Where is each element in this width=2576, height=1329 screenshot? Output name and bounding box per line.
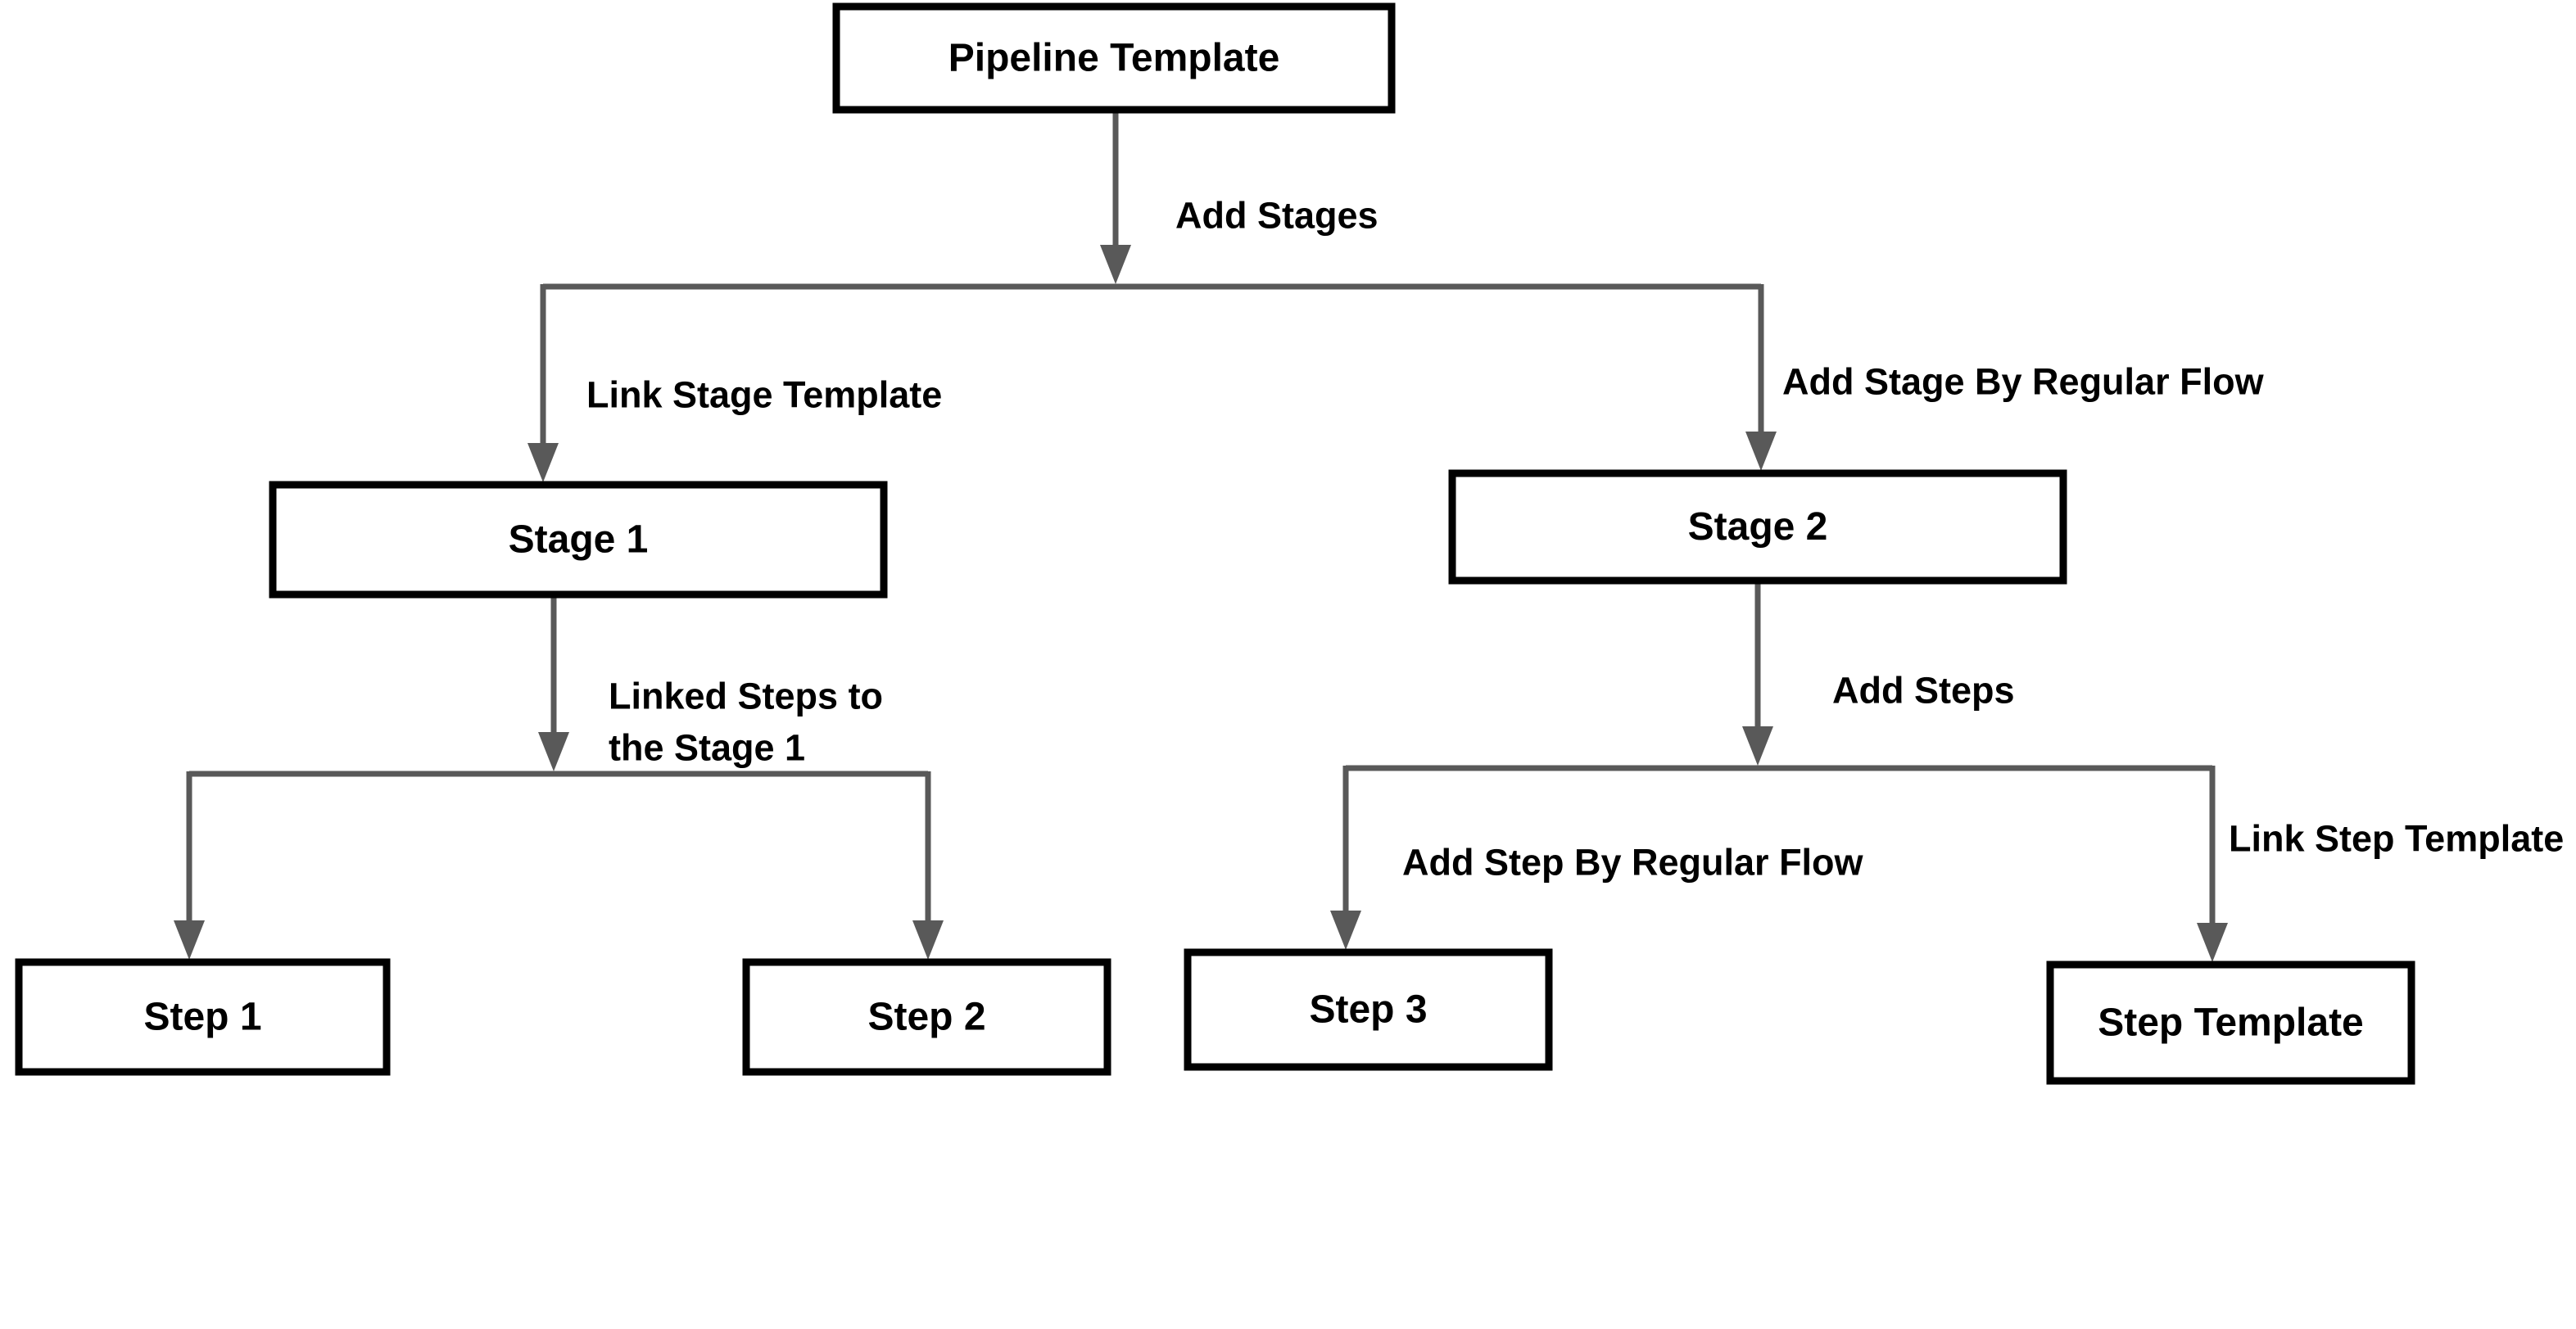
edge-label-add-steps: Add Steps <box>1832 670 2015 712</box>
arrowhead-to-step-3 <box>1330 911 1361 950</box>
edge-label-line-linked-steps-to-stage-1-0: Linked Steps to <box>609 676 883 717</box>
edge-label-link-stage-template: Link Stage Template <box>586 374 942 416</box>
edge-to-step-1 <box>174 771 205 960</box>
edge-to-stage-1 <box>527 284 559 482</box>
edge-label-line-add-steps-0: Add Steps <box>1832 670 2015 712</box>
node-label-pipeline-template: Pipeline Template <box>948 37 1280 80</box>
edge-stage-1-to-step-split <box>538 594 569 771</box>
edge-to-step-template <box>2197 766 2228 962</box>
node-pipeline-template: Pipeline Template <box>832 2 1396 114</box>
edge-label-link-step-template: Link Step Template <box>2229 818 2564 860</box>
node-box-step-1 <box>15 958 391 1076</box>
edge-to-step-3 <box>1330 766 1361 950</box>
edge-to-step-2 <box>912 771 944 960</box>
edge-label-line-link-step-template-0: Link Step Template <box>2229 818 2564 860</box>
edge-label-line-link-stage-template-0: Link Stage Template <box>586 374 942 416</box>
node-box-pipeline-template <box>832 2 1396 114</box>
edge-label-line-linked-steps-to-stage-1-1: the Stage 1 <box>609 727 805 769</box>
node-step-template: Step Template <box>2046 961 2415 1085</box>
node-step-3: Step 3 <box>1184 948 1553 1071</box>
arrowhead-stage-1-to-step-split <box>538 732 569 771</box>
node-box-stage-2 <box>1448 469 2067 585</box>
arrowhead-to-step-2 <box>912 920 944 960</box>
arrowhead-to-step-1 <box>174 920 205 960</box>
node-step-2: Step 2 <box>742 958 1111 1076</box>
node-label-step-3: Step 3 <box>1309 988 1427 1032</box>
edge-label-line-add-stages-0: Add Stages <box>1175 195 1379 237</box>
arrowhead-stage-2-to-step-split <box>1742 726 1773 766</box>
node-label-stage-2: Stage 2 <box>1688 505 1828 549</box>
arrowhead-pipeline-to-stage-split <box>1100 245 1131 284</box>
edge-pipeline-to-stage-split <box>1100 110 1131 284</box>
node-label-step-2: Step 2 <box>867 996 985 1039</box>
node-box-step-template <box>2046 961 2415 1085</box>
edge-label-add-stage-by-regular-flow: Add Stage By Regular Flow <box>1782 361 2265 403</box>
node-label-step-template: Step Template <box>2098 1001 2364 1045</box>
arrowhead-to-stage-1 <box>527 443 559 482</box>
edge-label-line-add-stage-by-regular-flow-0: Add Stage By Regular Flow <box>1782 361 2265 403</box>
edge-stage-2-to-step-split <box>1742 581 1773 766</box>
node-box-stage-1 <box>269 481 888 599</box>
edge-label-add-stages: Add Stages <box>1175 195 1379 237</box>
edge-label-line-add-step-by-regular-flow-0: Add Step By Regular Flow <box>1402 842 1864 884</box>
node-box-step-3 <box>1184 948 1553 1071</box>
node-box-step-2 <box>742 958 1111 1076</box>
edge-to-stage-2 <box>1745 284 1777 471</box>
node-label-stage-1: Stage 1 <box>509 518 649 562</box>
edge-label-linked-steps-to-stage-1: Linked Steps to the Stage 1 <box>609 676 883 769</box>
edge-label-add-step-by-regular-flow: Add Step By Regular Flow <box>1402 842 1864 884</box>
arrowhead-to-stage-2 <box>1745 432 1777 471</box>
arrowhead-to-step-template <box>2197 923 2228 962</box>
node-step-1: Step 1 <box>15 958 391 1076</box>
node-stage-1: Stage 1 <box>269 481 888 599</box>
node-label-step-1: Step 1 <box>143 996 261 1039</box>
node-stage-2: Stage 2 <box>1448 469 2067 585</box>
